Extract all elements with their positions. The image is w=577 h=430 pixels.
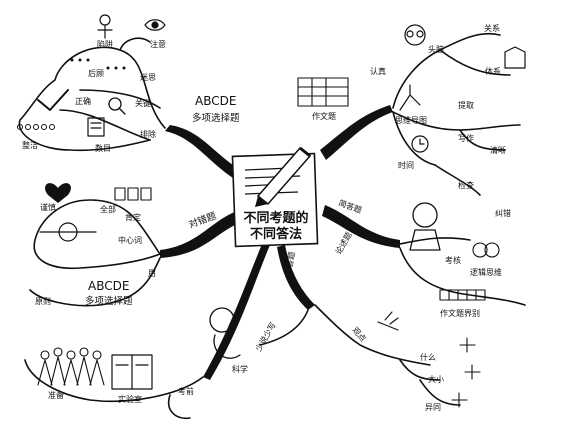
dots-row-icon [17, 124, 55, 130]
main-branches [160, 105, 400, 380]
note-short-answer: 简答题 [337, 197, 363, 215]
abcde-label-top: ABCDE [195, 94, 236, 108]
note-time: 时间 [398, 160, 414, 170]
note-answer: 答题 [284, 251, 297, 268]
center-title-line1: 不同考题的 [243, 210, 308, 226]
note-exam-check: 考核 [445, 255, 461, 265]
note-writing: 写作 [458, 133, 474, 143]
note-key: 关键 [135, 98, 151, 108]
note-key-word: 中心词 [118, 235, 142, 245]
insects-icon [451, 337, 481, 408]
face-glasses-icon [404, 24, 426, 46]
stars-icon [70, 58, 126, 70]
right-bottom-section: 论述题 作文题界别 观点 什么 大小 异同 [333, 230, 486, 412]
grid-icon [297, 77, 349, 107]
cabinet-icon [111, 354, 153, 390]
note-size: 大小 [428, 374, 444, 384]
note-myth: 迷思 [140, 72, 156, 82]
right-mid-section: 简答题 时间 检查 纠错 考核 逻辑思维 [337, 160, 511, 277]
note-what: 什么 [420, 352, 436, 362]
eye-icon [144, 19, 166, 31]
logic-circles-icon [472, 242, 500, 258]
dragonfly-icon [377, 311, 399, 331]
magnifier-icon [108, 97, 126, 115]
mid-left-section: 对错题 谨慎 全部 中心词 肯定 用 [39, 183, 218, 278]
clock-icon [411, 135, 429, 153]
note-clear: 清晰 [490, 145, 506, 155]
note-science: 科学 [232, 364, 248, 374]
shirt-icon [504, 46, 526, 69]
note-essay-distinguish: 作文题界别 [440, 308, 480, 318]
tree-icon [399, 84, 421, 111]
note-difference: 异同 [425, 403, 441, 412]
note-essay-top: 作文题 [312, 111, 336, 121]
center-card: 不同考题的 不同答法 [231, 146, 319, 248]
note-exclude: 排除 [140, 129, 156, 139]
multiple-choice-label-top: 多项选择题 [192, 112, 240, 124]
note-count: 数目 [95, 143, 111, 153]
note-serious: 头脑 [428, 44, 444, 54]
bottom-left-section: ABCDE 多项选择题 原则 准备 实验室 考前 [35, 279, 194, 404]
note-neat: 整洁 [22, 140, 38, 150]
crowd-icon [37, 347, 105, 386]
checkmark-icon [37, 89, 69, 111]
note-trap: 陷阱 [97, 39, 113, 49]
abcde-label-bottom: ABCDE [88, 279, 129, 293]
center-title-line2: 不同答法 [250, 226, 302, 242]
note-say-less: 少说少写 [253, 320, 278, 353]
note-attention: 注意 [150, 39, 166, 49]
brain-hand-icon [209, 307, 241, 359]
note-careful: 谨慎 [40, 202, 56, 212]
note-before-exam: 考前 [178, 386, 194, 396]
upper-left-section: ABCDE 多项选择题 陷阱 注意 [17, 14, 240, 153]
multiple-choice-label-bottom: 多项选择题 [85, 295, 133, 307]
note-use: 用 [148, 269, 156, 278]
note-check: 检查 [458, 180, 474, 190]
note-logic: 逻辑思维 [470, 267, 502, 277]
figure-icon [97, 14, 113, 39]
note-look-back: 后顾 [88, 68, 104, 78]
note-mind-map: 思维导图 [395, 115, 427, 125]
note-relation: 关系 [484, 23, 500, 33]
question-cards-icon [114, 187, 152, 201]
note-correction: 纠错 [495, 208, 511, 218]
heart-icon [45, 183, 71, 203]
sub-branches [18, 32, 526, 420]
note-extract: 提取 [458, 100, 474, 110]
paper-icon [87, 117, 105, 137]
note-discuss: 论述题 [333, 230, 354, 256]
teacher-icon [409, 202, 441, 251]
note-correct: 正确 [75, 96, 91, 106]
note-system: 体系 [485, 66, 501, 76]
upper-right-section: 头脑 认真 关系 体系 思维导图 提取 写作 清晰 作文题 [297, 23, 526, 155]
note-principle: 原则 [35, 296, 51, 306]
note-carefully: 认真 [370, 66, 386, 76]
note-all: 全部 [100, 204, 116, 214]
note-prepare: 准备 [48, 390, 64, 400]
pencil-icon [255, 146, 312, 207]
note-affirm: 肯定 [125, 212, 141, 222]
strip-icon [439, 289, 486, 301]
note-lab: 实验室 [118, 394, 142, 404]
balance-icon [39, 222, 97, 242]
